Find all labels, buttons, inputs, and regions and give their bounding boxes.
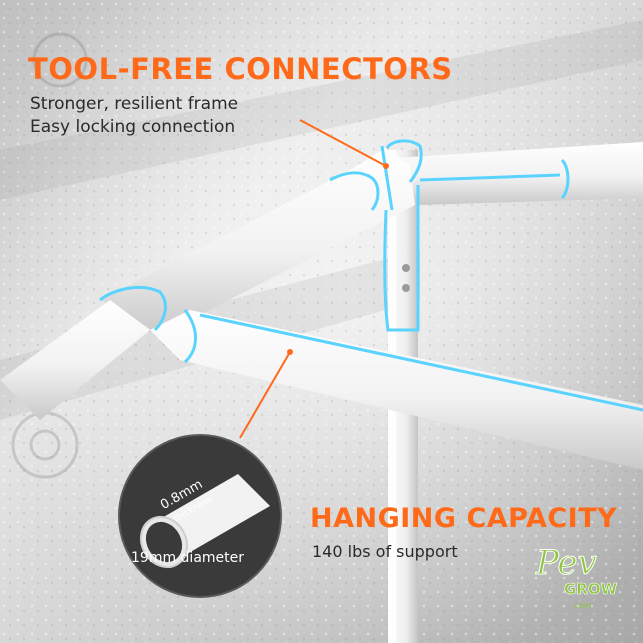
svg-text:GROW: GROW (564, 580, 618, 598)
tube-cross-section-icon (139, 474, 270, 569)
connectors-title: TOOL-FREE CONNECTORS (28, 52, 453, 86)
svg-text:.com: .com (572, 601, 592, 610)
svg-text:Pev: Pev (535, 543, 597, 583)
connectors-line-1: Stronger, resilient frame (30, 94, 239, 114)
diameter-label: 19mm diameter (131, 550, 245, 566)
hanging-capacity-line: 140 lbs of support (312, 542, 458, 561)
connectors-line-2: Easy locking connection (30, 117, 236, 137)
tube-detail-badge (118, 434, 282, 598)
hanging-capacity-title: HANGING CAPACITY (310, 503, 618, 534)
pevgrow-logo: Pev GROW .com (535, 543, 618, 611)
